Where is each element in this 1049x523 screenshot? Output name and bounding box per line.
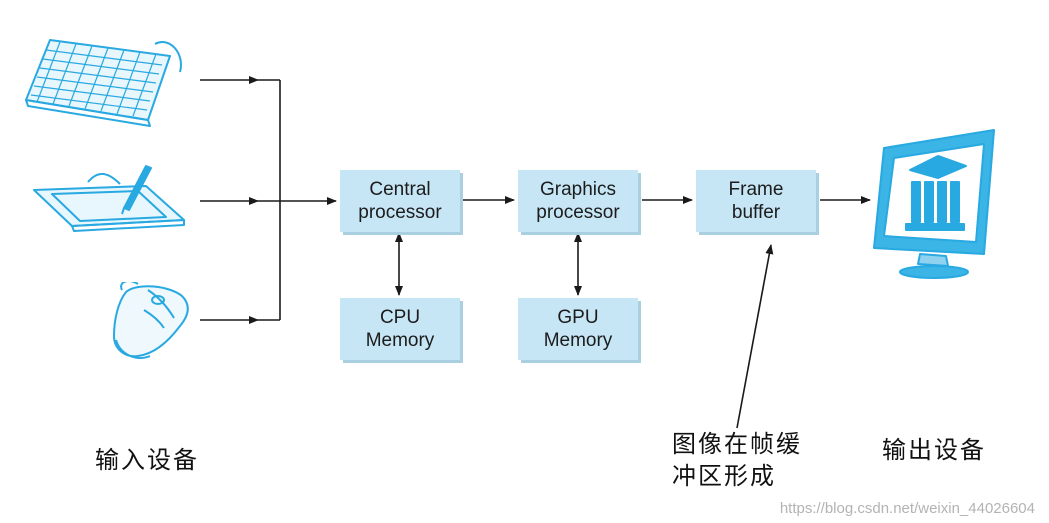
output-device-label: 输出设备 [882, 436, 986, 464]
mouse-icon [113, 282, 189, 359]
frame-buffer-block: Frame buffer [696, 170, 816, 232]
gpu-block: Graphics processor [518, 170, 638, 232]
cpu-block: Central processor [340, 170, 460, 232]
monitor-icon [873, 129, 995, 279]
annotation-pointer [736, 244, 774, 429]
watermark-text: https://blog.csdn.net/weixin_44026604 [779, 500, 1035, 517]
keyboard-icon [25, 39, 182, 127]
cpu-memory-block: CPU Memory [340, 298, 460, 360]
gpu-memory-block: GPU Memory [518, 298, 638, 360]
frame-annotation-line2: 冲区形成 [672, 462, 776, 490]
frame-annotation-line1: 图像在帧缓 [672, 430, 802, 458]
graphics-tablet-icon [33, 165, 185, 232]
input-devices-label: 输入设备 [95, 446, 199, 474]
